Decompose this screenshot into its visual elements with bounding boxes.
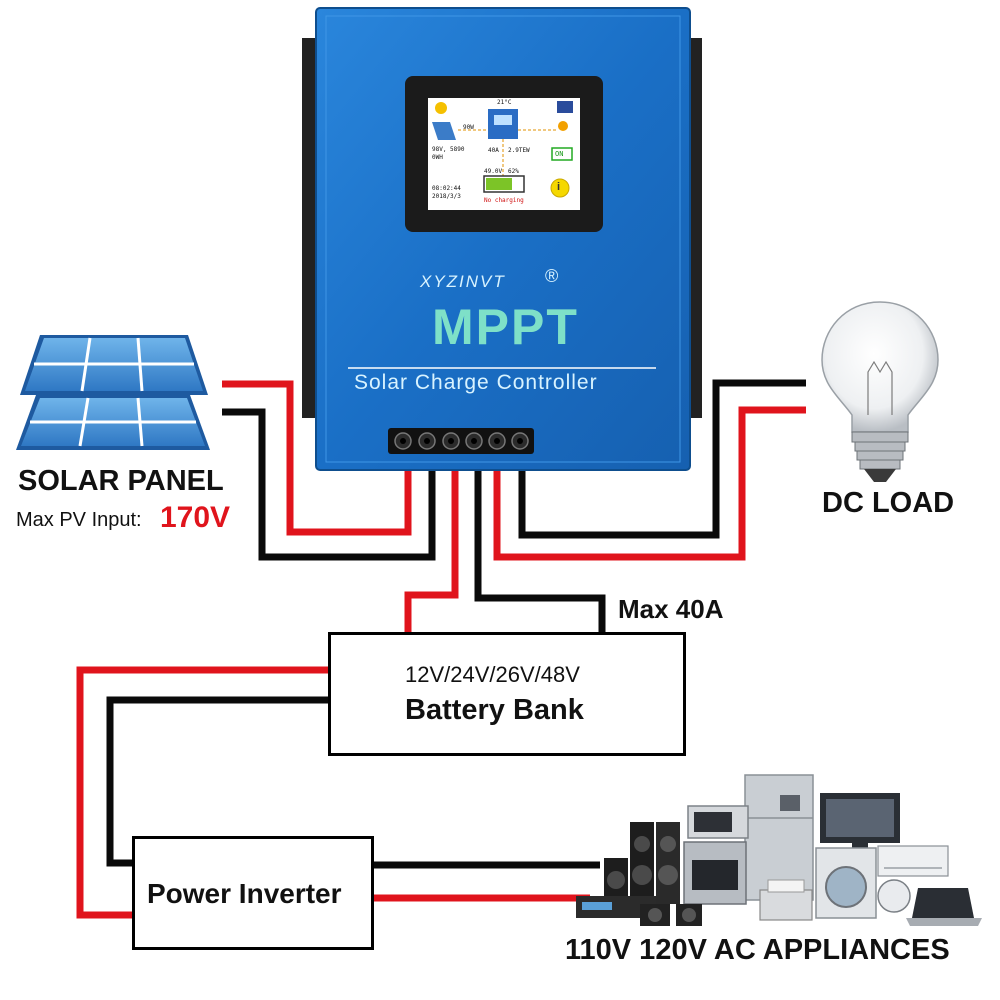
max-pv-input-label: Max PV Input: xyxy=(16,509,142,531)
screen-pv-line-1: 98V, 5890 xyxy=(432,146,465,153)
load-wires xyxy=(493,379,806,561)
battery-bank-box xyxy=(328,632,686,756)
charge-controller-body xyxy=(302,7,702,471)
power-inverter-box xyxy=(132,836,374,950)
ac-appliances-icon xyxy=(576,774,982,926)
solar-panel-icon xyxy=(16,335,210,450)
max-current-label: Max 40A xyxy=(618,594,724,624)
battery-wires xyxy=(404,462,606,635)
max-pv-input-value: 170V xyxy=(160,501,231,534)
screen-load-power: 2.9TEW xyxy=(508,147,530,154)
ac-appliances-title: 110V 120V AC APPLIANCES xyxy=(565,934,950,966)
screen-charge-status: No charging xyxy=(484,197,524,204)
screen-load-status: ON xyxy=(555,150,564,158)
load-negative-wire xyxy=(518,379,806,539)
inverter-dc-wires xyxy=(76,666,328,919)
screen-battery-percent: 62% xyxy=(508,168,519,175)
light-bulb-icon xyxy=(821,301,939,482)
battery-bank-title: Battery Bank xyxy=(405,694,584,726)
screen-info-icon: i xyxy=(557,181,561,193)
mppt-title: MPPT xyxy=(432,299,579,355)
inverter-positive-wire xyxy=(76,666,328,919)
screen-date-line-2: 2018/3/3 xyxy=(432,193,461,200)
pv-negative-wire xyxy=(222,408,436,561)
power-inverter-title: Power Inverter xyxy=(147,878,342,909)
inverter-negative-wire xyxy=(106,696,328,867)
screen-temp: 21°C xyxy=(497,99,512,106)
battery-positive-wire xyxy=(404,462,459,635)
screen-pv-power: 90W xyxy=(463,124,474,131)
ac-wires xyxy=(372,861,600,902)
screen-pv-line-2: 0WH xyxy=(432,154,443,161)
screen-battery-voltage: 49.0V xyxy=(484,168,503,175)
registered-mark: ® xyxy=(545,266,559,286)
screen-date-line-1: 08:02:44 xyxy=(432,185,461,192)
pv-wires xyxy=(222,380,436,561)
brand-name: XYZINVT xyxy=(420,272,506,291)
battery-negative-wire xyxy=(474,462,606,635)
battery-voltages: 12V/24V/26V/48V xyxy=(405,662,580,687)
screen-current: 40A xyxy=(488,147,499,154)
pv-positive-wire xyxy=(222,380,412,536)
load-positive-wire xyxy=(493,406,806,561)
dc-load-title: DC LOAD xyxy=(822,487,955,519)
solar-panel-title: SOLAR PANEL xyxy=(18,465,224,497)
controller-subtitle: Solar Charge Controller xyxy=(354,371,598,394)
